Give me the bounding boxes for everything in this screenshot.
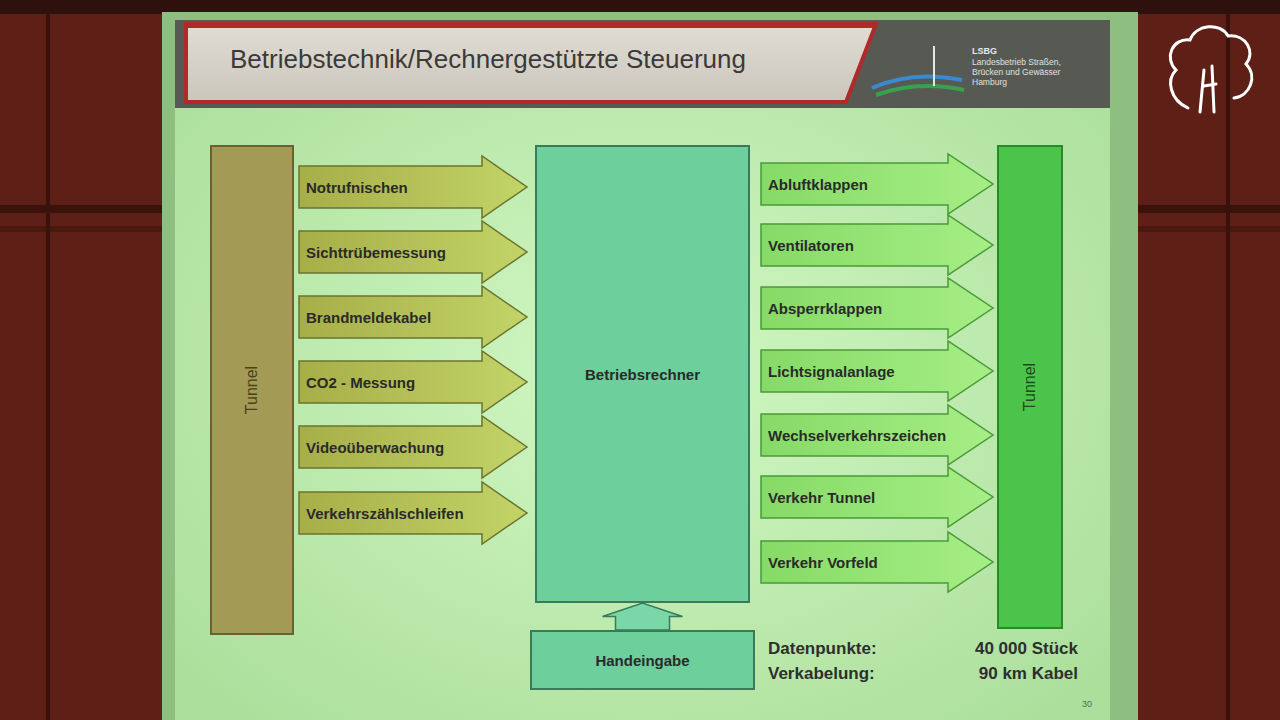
wall-rail	[1138, 205, 1280, 213]
arrow-outline	[299, 351, 527, 413]
logo-text: LSBG	[972, 46, 997, 56]
tree-logo	[1170, 27, 1251, 112]
output-arrow: Abluftklappen	[760, 153, 994, 215]
block-arrow	[603, 603, 683, 630]
input-arrow: Sichttrübemessung	[298, 220, 528, 284]
slide-number: 30	[1082, 699, 1092, 709]
node-label: Wechselverkehrszeichen	[768, 427, 946, 444]
wall-rail	[0, 205, 162, 213]
node-label: Absperrklappen	[768, 300, 882, 317]
output-arrow: Wechselverkehrszeichen	[760, 404, 994, 466]
arrow-outline	[299, 416, 527, 478]
ceiling-strip	[0, 0, 1280, 14]
arrow-outline	[761, 215, 993, 275]
logo-mast	[933, 46, 935, 86]
stat-value: 90 km Kabel	[979, 664, 1078, 684]
arrow-outline	[761, 532, 993, 592]
arrow-outline	[299, 221, 527, 283]
arrow-outline	[299, 286, 527, 348]
node-label: Handeingabe	[595, 652, 689, 669]
arrow-outline	[761, 341, 993, 401]
arrow-outline	[761, 467, 993, 527]
input-arrow: Verkehrszählschleifen	[298, 481, 528, 545]
title-panel	[186, 24, 876, 102]
node-label: Abluftklappen	[768, 176, 868, 193]
output-arrow: Absperrklappen	[760, 277, 994, 339]
input-box: Handeingabe	[530, 630, 755, 690]
node-label: Brandmeldekabel	[306, 309, 431, 326]
node-label: Ventilatoren	[768, 237, 854, 254]
slide-title: Betriebstechnik/Rechnergestützte Steueru…	[230, 44, 746, 75]
screen	[162, 12, 1138, 720]
node-label: Videoüberwachung	[306, 439, 444, 456]
title-accent	[186, 22, 876, 28]
tunnel-bar: Tunnel	[997, 145, 1063, 629]
wall-seam	[46, 14, 50, 720]
wall-seam	[1226, 14, 1230, 720]
logo-text: Landesbetrieb Straßen, Brücken und Gewäs…	[972, 58, 1080, 87]
vertical-label: Tunnel	[1021, 363, 1039, 411]
node-label: Verkehr Vorfeld	[768, 554, 878, 571]
node-label: Notrufnischen	[306, 179, 408, 196]
wall-rail	[0, 226, 162, 232]
output-arrow: Lichtsignalanlage	[760, 340, 994, 402]
title-band	[175, 20, 1110, 108]
node-label: Verkehrszählschleifen	[306, 505, 464, 522]
output-arrow: Ventilatoren	[760, 214, 994, 276]
vertical-label: Tunnel	[243, 366, 261, 414]
node-label: CO2 - Messung	[306, 374, 415, 391]
arrow-outline	[299, 482, 527, 544]
computer-box: Betriebsrechner	[535, 145, 750, 603]
node-label: Betriebsrechner	[585, 366, 700, 383]
wall-rail	[1138, 226, 1280, 232]
input-arrow: CO2 - Messung	[298, 350, 528, 414]
output-arrow: Verkehr Tunnel	[760, 466, 994, 528]
tunnel-bar: Tunnel	[210, 145, 294, 635]
slide	[175, 20, 1110, 720]
arrow-outline	[761, 278, 993, 338]
node-label: Sichttrübemessung	[306, 244, 446, 261]
stat-name: Datenpunkte:	[768, 639, 877, 659]
arrow-outline	[761, 405, 993, 465]
node-label: Verkehr Tunnel	[768, 489, 875, 506]
stat-name: Verkabelung:	[768, 664, 875, 684]
stat-value: 40 000 Stück	[975, 639, 1078, 659]
node-label: Lichtsignalanlage	[768, 363, 895, 380]
output-arrow: Verkehr Vorfeld	[760, 531, 994, 593]
input-arrow: Notrufnischen	[298, 155, 528, 219]
tree-trunk	[1200, 66, 1216, 112]
arrow-outline	[299, 156, 527, 218]
arrow-outline	[761, 154, 993, 214]
logo-swoosh	[876, 86, 964, 95]
input-arrow: Brandmeldekabel	[298, 285, 528, 349]
input-arrow: Videoüberwachung	[298, 415, 528, 479]
